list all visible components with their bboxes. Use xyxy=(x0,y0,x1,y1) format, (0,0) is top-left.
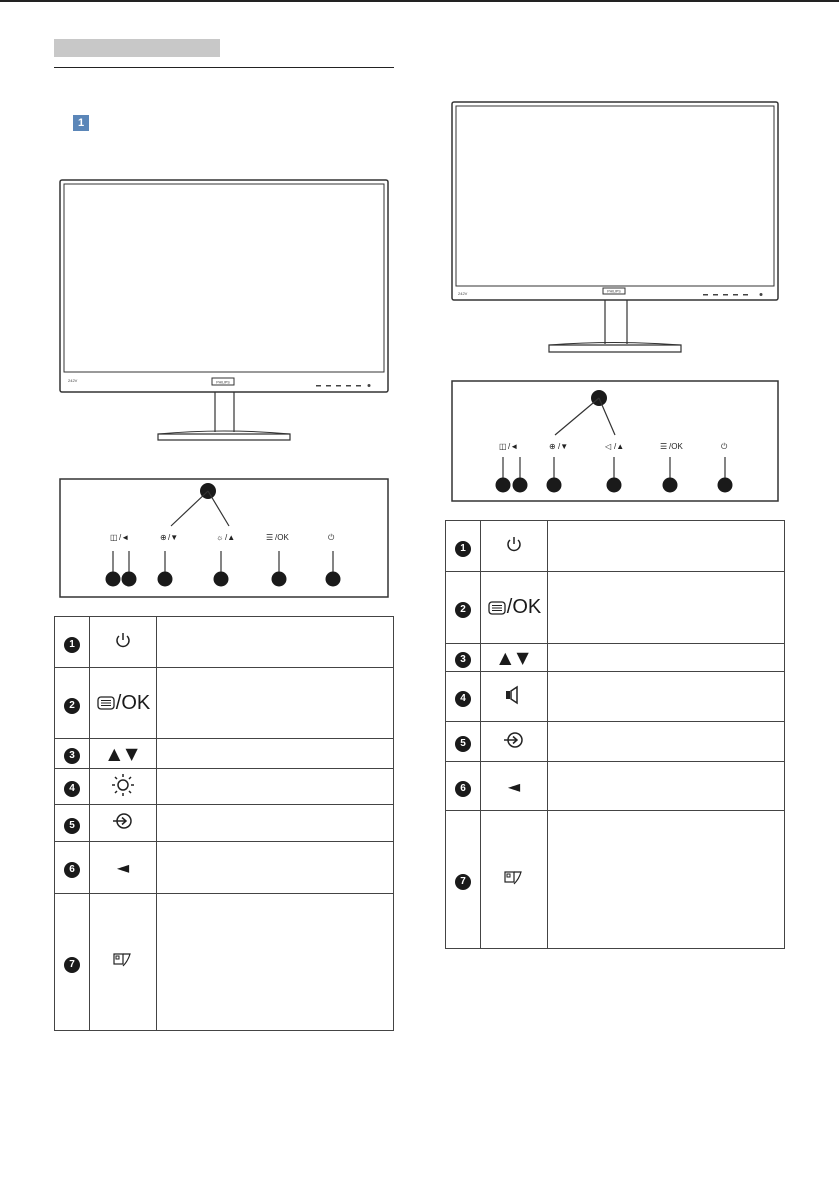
row-number: 4 xyxy=(455,691,471,707)
smartimage-icon xyxy=(504,870,522,884)
row-number: 6 xyxy=(64,862,80,878)
row-number: 6 xyxy=(455,780,471,797)
table-row: 4 xyxy=(445,671,785,722)
key-table-right: 1 2 /OK 3 ▲ ▼ 4 5 6 ◄ 7 xyxy=(445,520,785,949)
row-number: 2 xyxy=(455,602,471,618)
row-number: 3 xyxy=(64,748,80,764)
table-row: 2 /OK xyxy=(445,571,785,644)
table-row: 7 xyxy=(445,810,785,949)
label-down: /▼ xyxy=(558,442,568,451)
monitor-brand-logo: PHILIPS xyxy=(607,290,621,294)
row-number: 3 xyxy=(455,652,471,668)
svg-text:242V: 242V xyxy=(458,291,468,296)
table-row: 3 ▲ ▼ xyxy=(54,738,394,769)
row-number: 1 xyxy=(64,636,80,653)
input-icon xyxy=(504,731,523,748)
menu-icon xyxy=(488,600,506,615)
up-down-arrows-icon: ▲ ▼ xyxy=(480,643,548,672)
table-row: 4 xyxy=(54,768,394,805)
monitor-illustration-right: 242V PHILIPS xyxy=(451,101,779,353)
svg-text:242V: 242V xyxy=(68,378,78,383)
back-arrow-icon: ◄ xyxy=(480,761,548,811)
row-number: 7 xyxy=(64,956,80,973)
table-row: 2 /OK xyxy=(54,667,394,739)
table-row: 6 ◄ xyxy=(445,761,785,811)
front-buttons xyxy=(703,293,763,296)
front-buttons xyxy=(316,384,371,387)
brightness-icon xyxy=(112,773,134,796)
row-number: 5 xyxy=(64,817,80,834)
volume-icon xyxy=(506,685,518,704)
input-icon xyxy=(113,813,132,829)
input-select-icon: ⊕ xyxy=(549,442,556,451)
row-number: 1 xyxy=(455,540,471,557)
smartimage-icon: ◫ xyxy=(110,533,118,542)
monitor-brand-logo: PHILIPS xyxy=(216,381,230,385)
smartimage-icon: ◫ xyxy=(499,442,507,451)
top-rule-step xyxy=(779,0,839,2)
power-icon xyxy=(116,633,130,648)
top-rule xyxy=(0,0,779,2)
table-row: 3 ▲ ▼ xyxy=(445,643,785,672)
input-select-icon: ⊕ xyxy=(160,533,167,542)
back-arrow-icon: ◄ xyxy=(89,841,157,894)
label-ok: /OK xyxy=(275,533,289,542)
button-panel-right: ◫ /◄ ⊕ /▼ ◁ /▲ ☰ /OK ⏻ xyxy=(451,380,779,502)
menu-icon xyxy=(97,696,115,710)
row-number: 5 xyxy=(455,736,471,752)
brightness-icon: ☼ xyxy=(216,533,223,542)
step-badge: 1 xyxy=(73,115,89,131)
row-number: 2 xyxy=(64,697,80,714)
row-number: 4 xyxy=(64,781,80,797)
smartimage-icon xyxy=(113,953,131,967)
table-row: 6 ◄ xyxy=(54,841,394,894)
ok-label: /OK xyxy=(506,596,542,618)
table-row: 1 xyxy=(445,520,785,572)
row-number: 7 xyxy=(455,874,471,890)
label-down: /▼ xyxy=(168,533,178,542)
label-ok: /OK xyxy=(669,442,683,451)
section-divider xyxy=(54,67,394,68)
ok-label: /OK xyxy=(115,691,151,714)
table-row: 5 xyxy=(54,804,394,842)
menu-icon: ☰ xyxy=(660,442,667,451)
button-panel-left: ◫ /◄ ⊕ /▼ ☼ /▲ ☰ /OK ⏻ xyxy=(59,478,389,598)
power-icon: ⏻ xyxy=(721,442,728,451)
key-table-left: 1 2 /OK 3 ▲ ▼ 4 5 6 ◄ 7 xyxy=(54,616,394,1031)
label-back: /◄ xyxy=(119,533,129,542)
power-icon xyxy=(507,537,521,552)
table-row: 1 xyxy=(54,616,394,668)
label-back: /◄ xyxy=(508,442,518,451)
volume-icon: ◁ xyxy=(605,442,612,451)
table-row: 7 xyxy=(54,893,394,1031)
label-up: /▲ xyxy=(614,442,624,451)
table-row: 5 xyxy=(445,721,785,762)
section-heading-placeholder xyxy=(54,39,220,57)
up-down-arrows-icon: ▲ ▼ xyxy=(89,738,157,769)
power-icon: ⏻ xyxy=(328,533,335,542)
label-up: /▲ xyxy=(225,533,235,542)
menu-icon: ☰ xyxy=(266,533,273,542)
monitor-illustration-left: 242V PHILIPS xyxy=(59,179,389,441)
